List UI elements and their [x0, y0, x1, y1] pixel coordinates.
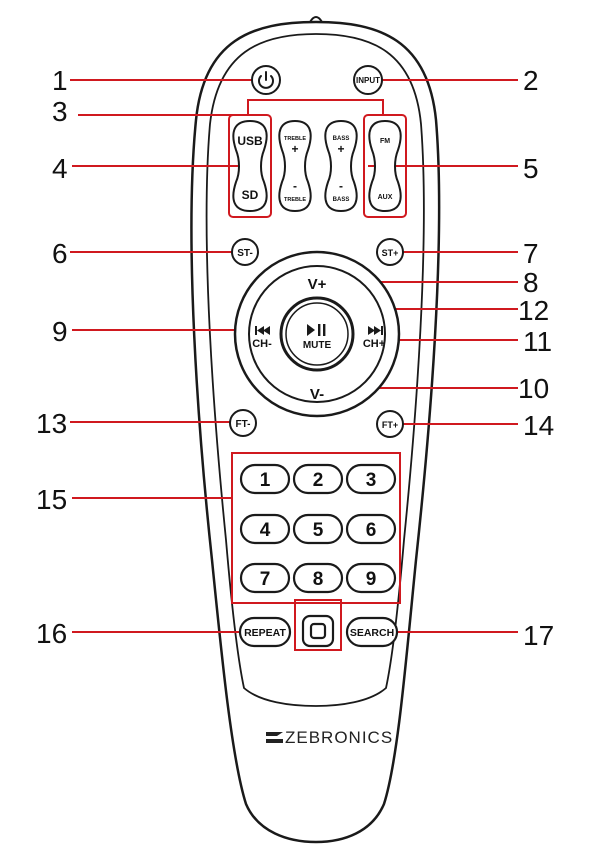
callout-5: 5	[523, 153, 539, 184]
keypad-key-4[interactable]: 4	[239, 513, 291, 545]
zero-button[interactable]	[301, 614, 335, 648]
fm-button-label: FM	[380, 138, 390, 145]
bass-rocker[interactable]: BASS + - BASS	[324, 119, 358, 213]
repeat-label: REPEAT	[244, 627, 286, 639]
leader-lines	[70, 79, 518, 633]
volume-down-label[interactable]: V-	[310, 386, 324, 403]
callout-6: 6	[52, 238, 68, 269]
ir-notch	[309, 16, 323, 23]
st-plus-button[interactable]: ST+	[376, 238, 404, 266]
keypad-key-label: 4	[260, 520, 271, 541]
keypad-key-1[interactable]: 1	[239, 463, 291, 495]
keypad-key-3[interactable]: 3	[345, 463, 397, 495]
zero-key-box	[294, 599, 342, 651]
power-button[interactable]	[251, 65, 281, 95]
zero-key-icon	[309, 622, 327, 640]
keypad-key-5[interactable]: 5	[292, 513, 344, 545]
keypad-key-6[interactable]: 6	[345, 513, 397, 545]
keypad-key-9[interactable]: 9	[345, 562, 397, 594]
callout-3: 3	[52, 96, 68, 127]
callout-10: 10	[518, 373, 549, 404]
power-icon	[258, 71, 274, 89]
ft-plus-button[interactable]: FT+	[376, 410, 404, 438]
bass-plus-label: +	[337, 142, 344, 156]
keypad-key-label: 9	[366, 569, 377, 590]
keypad-key-label: 6	[366, 520, 377, 541]
fm-aux-rocker[interactable]: FM AUX	[368, 119, 402, 213]
keypad-key-label: 7	[260, 569, 271, 590]
bass-top-label: BASS	[333, 136, 350, 142]
keypad-key-label: 3	[366, 470, 377, 491]
callout-15: 15	[36, 484, 67, 515]
keypad-key-8[interactable]: 8	[292, 562, 344, 594]
ft-minus-button[interactable]: FT-	[229, 409, 257, 437]
channel-down-label[interactable]: CH-	[252, 338, 272, 350]
zebronics-logo-icon	[266, 732, 283, 743]
callout-16: 16	[36, 618, 67, 649]
callout-2: 2	[523, 65, 539, 96]
play-pause-mute-button[interactable]: MUTE	[279, 296, 355, 372]
remote-inner-outline	[205, 33, 425, 707]
callout-9: 9	[52, 316, 68, 347]
st-plus-label: ST+	[382, 248, 399, 258]
keypad-key-label: 8	[313, 569, 324, 590]
search-button[interactable]: SEARCH	[345, 616, 399, 648]
usb-sd-rocker[interactable]: USB SD	[232, 119, 268, 213]
treble-minus-label: -	[293, 179, 297, 193]
bass-bottom-label: BASS	[333, 197, 350, 203]
input-button-label: INPUT	[356, 76, 380, 85]
keypad-key-label: 2	[313, 470, 324, 491]
callout-4: 4	[52, 153, 68, 184]
brand-name: ZEBRONICS	[285, 728, 393, 747]
treble-top-label: TREBLE	[284, 136, 306, 142]
mute-label: MUTE	[303, 340, 332, 351]
ft-plus-label: FT+	[382, 420, 398, 430]
callout-13: 13	[36, 408, 67, 439]
callout-8: 8	[523, 267, 539, 298]
leader-3	[78, 99, 384, 116]
treble-rocker[interactable]: TREBLE + - TREBLE	[278, 119, 312, 213]
callout-7: 7	[523, 238, 539, 269]
callout-17: 17	[523, 620, 554, 651]
channel-up-label[interactable]: CH+	[363, 338, 385, 350]
play-pause-icon	[307, 324, 326, 336]
next-track-icon[interactable]	[368, 326, 383, 335]
keypad-key-label: 1	[260, 470, 271, 491]
numeric-keypad: 1 2 3 4 5 6 7 8 9	[239, 463, 397, 594]
keypad-key-7[interactable]: 7	[239, 562, 291, 594]
st-minus-label: ST-	[237, 248, 253, 259]
callout-11: 11	[523, 326, 552, 357]
search-label: SEARCH	[350, 627, 394, 639]
treble-plus-label: +	[291, 142, 298, 156]
treble-bottom-label: TREBLE	[284, 197, 306, 203]
callout-1: 1	[52, 65, 68, 96]
volume-up-label[interactable]: V+	[308, 276, 327, 293]
bass-minus-label: -	[339, 179, 343, 193]
callout-14: 14	[523, 410, 554, 441]
st-minus-button[interactable]: ST-	[231, 238, 259, 266]
usb-button-label: USB	[237, 134, 263, 148]
keypad-key-label: 5	[313, 520, 324, 541]
aux-button-label: AUX	[378, 194, 393, 201]
input-button[interactable]: INPUT	[353, 65, 383, 95]
numeric-keypad-box	[231, 452, 401, 604]
repeat-button[interactable]: REPEAT	[238, 616, 292, 648]
keypad-key-2[interactable]: 2	[292, 463, 344, 495]
callout-12: 12	[518, 295, 549, 326]
ft-minus-label: FT-	[236, 419, 251, 430]
sd-button-label: SD	[242, 188, 259, 202]
previous-track-icon[interactable]	[255, 326, 270, 335]
